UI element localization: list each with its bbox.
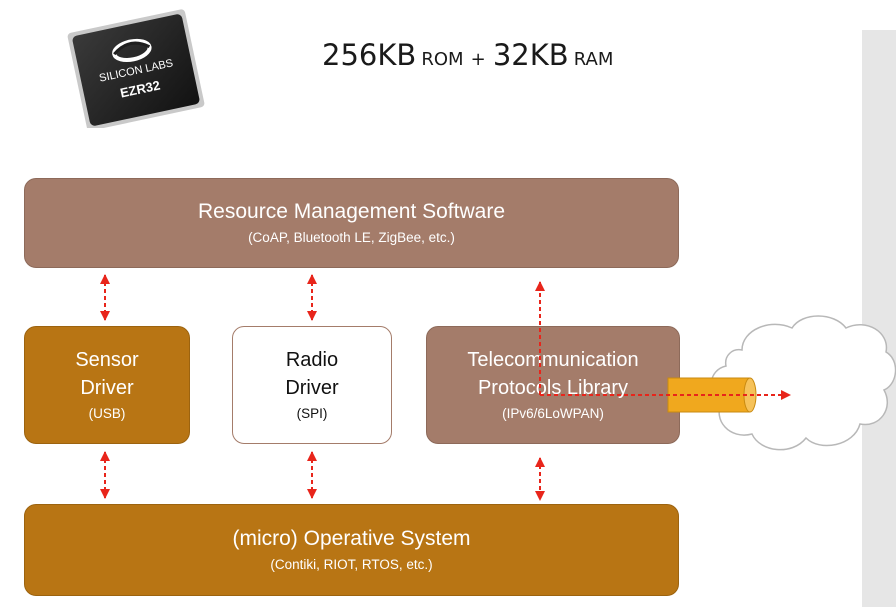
rom-value: 256KB bbox=[322, 38, 417, 72]
sensor-line2: Driver bbox=[80, 377, 134, 399]
radio-driver-box: Radio Driver (SPI) bbox=[232, 326, 392, 444]
plus-sign: + bbox=[470, 49, 486, 70]
telecom-line2: Protocols Library bbox=[477, 377, 629, 399]
sensor-line1: Sensor bbox=[75, 349, 139, 371]
os-subtitle: (Contiki, RIOT, RTOS, etc.) bbox=[270, 557, 433, 572]
sensor-subtitle: (USB) bbox=[88, 406, 126, 421]
radio-line2: Driver bbox=[285, 377, 339, 399]
side-panel bbox=[862, 30, 896, 607]
os-title: (micro) Operative System bbox=[232, 527, 471, 550]
ram-value: 32KB bbox=[492, 38, 569, 72]
operative-system-box: (micro) Operative System (Contiki, RIOT,… bbox=[24, 504, 679, 596]
radio-line1: Radio bbox=[285, 349, 339, 371]
sensor-driver-box: Sensor Driver (USB) bbox=[24, 326, 190, 444]
network-connector bbox=[667, 377, 757, 413]
rms-subtitle: (CoAP, Bluetooth LE, ZigBee, etc.) bbox=[248, 230, 455, 245]
ram-unit: RAM bbox=[573, 49, 614, 70]
rms-title: Resource Management Software bbox=[198, 200, 505, 223]
chip-image: SILICON LABS EZR32 bbox=[67, 9, 205, 128]
telecom-line1: Telecommunication bbox=[467, 349, 639, 371]
rom-unit: ROM bbox=[421, 49, 464, 70]
resource-management-box: Resource Management Software (CoAP, Blue… bbox=[24, 178, 679, 268]
memory-headline: 256KB ROM + 32KB RAM bbox=[322, 38, 613, 72]
radio-subtitle: (SPI) bbox=[296, 406, 328, 421]
telecom-library-box: Telecommunication Protocols Library (IPv… bbox=[426, 326, 680, 444]
telecom-subtitle: (IPv6/6LoWPAN) bbox=[502, 406, 604, 421]
